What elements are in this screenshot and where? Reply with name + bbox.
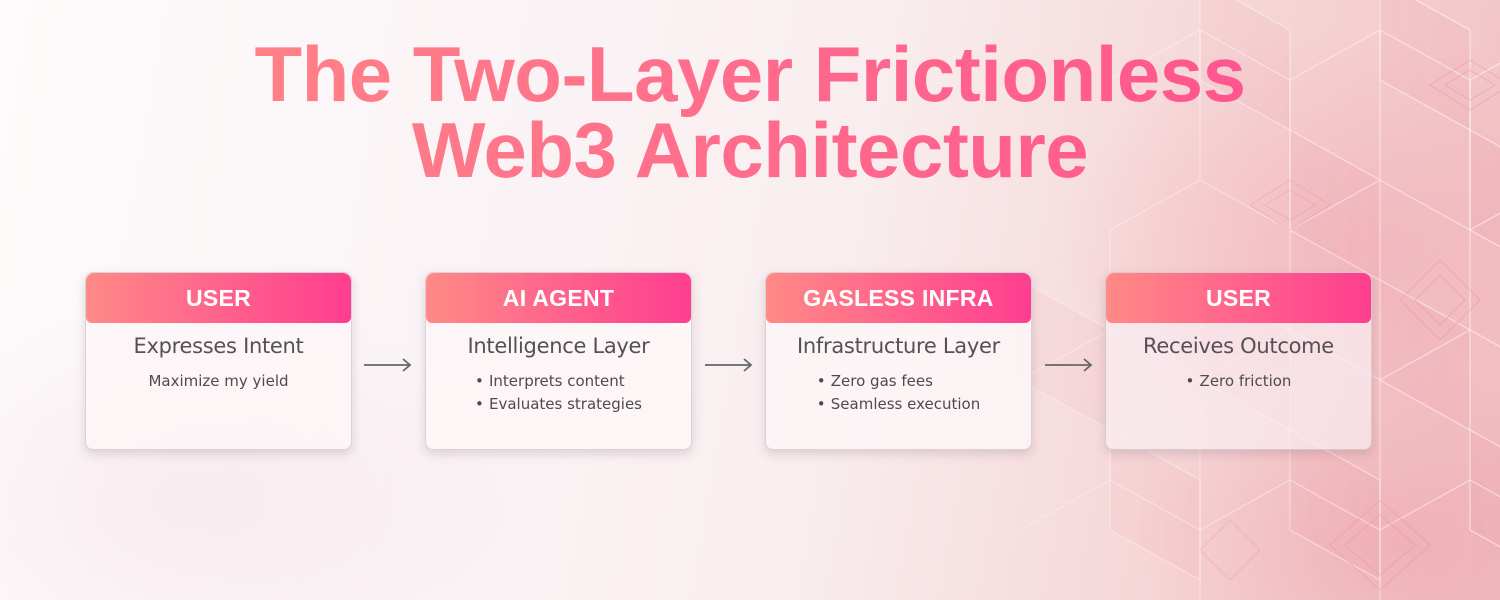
card-header: GASLESS INFRA	[766, 273, 1031, 323]
card-header: USER	[86, 273, 351, 323]
flow-card-ai-agent: AI AGENT Intelligence Layer •Interprets …	[425, 272, 692, 450]
card-header: USER	[1106, 273, 1371, 323]
page-title: The Two-Layer Frictionless Web3 Architec…	[0, 36, 1500, 188]
card-description: Maximize my yield	[148, 372, 289, 390]
card-bullet-list: •Interprets content •Evaluates strategie…	[426, 370, 691, 416]
flow-card-user-outcome: USER Receives Outcome •Zero friction	[1105, 272, 1372, 450]
list-item: •Interprets content	[474, 372, 625, 390]
card-bullet-list: •Zero friction	[1106, 370, 1371, 393]
card-bullet-list: •Zero gas fees •Seamless execution	[766, 370, 1031, 416]
list-item: •Evaluates strategies	[474, 395, 642, 413]
list-item: •Seamless execution	[816, 395, 981, 413]
card-subtitle: Intelligence Layer	[467, 334, 650, 358]
list-item: •Zero friction	[1185, 372, 1292, 390]
list-item: •Zero gas fees	[816, 372, 933, 390]
card-header: AI AGENT	[426, 273, 691, 323]
arrow-right-icon	[705, 358, 753, 372]
arrow-right-icon	[364, 358, 412, 372]
flow-card-gasless-infra: GASLESS INFRA Infrastructure Layer •Zero…	[765, 272, 1032, 450]
card-subtitle: Receives Outcome	[1143, 334, 1334, 358]
card-subtitle: Expresses Intent	[133, 334, 304, 358]
arrow-right-icon	[1045, 358, 1093, 372]
title-line-1: The Two-Layer Frictionless	[254, 30, 1246, 118]
flow-card-user-intent: USER Expresses Intent Maximize my yield	[85, 272, 352, 450]
card-subtitle: Infrastructure Layer	[797, 334, 1000, 358]
title-line-2: Web3 Architecture	[411, 106, 1089, 194]
